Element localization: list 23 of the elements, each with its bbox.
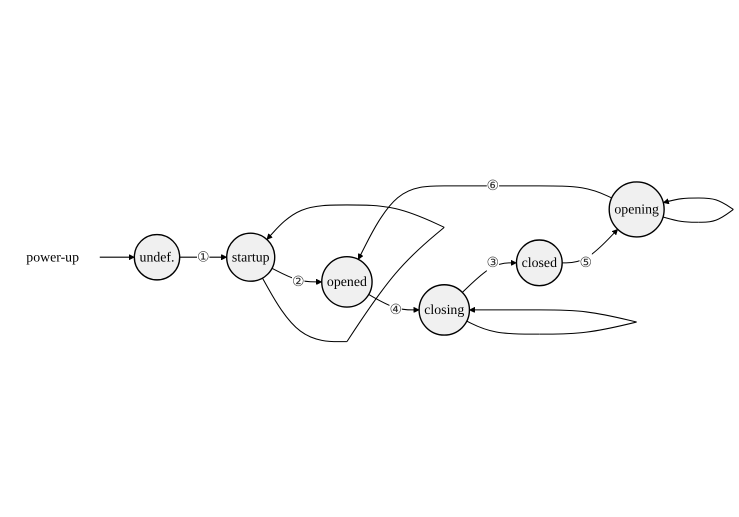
arrow [100,254,135,260]
node-circle [418,284,470,336]
node-text: power-up [26,249,80,265]
edge-label: ② [292,274,304,290]
node-circle [226,232,276,282]
node-circle [608,181,665,238]
edge-label: ③ [486,255,500,270]
arrow [272,268,322,285]
arrow [358,185,612,260]
arrow [180,254,227,260]
arrow [462,260,517,293]
arrow [466,306,637,335]
edge-label: ④ [389,302,402,318]
edge-label: ⑤ [579,255,592,270]
edge-label: ① [196,249,210,265]
node-circle [516,239,563,286]
edge-label: ⑥ [486,178,500,194]
node-circle [134,234,180,280]
arrow [262,204,445,342]
node-circle [321,256,373,308]
arrow [662,197,734,223]
arrow [562,228,618,264]
arrow [368,294,420,313]
